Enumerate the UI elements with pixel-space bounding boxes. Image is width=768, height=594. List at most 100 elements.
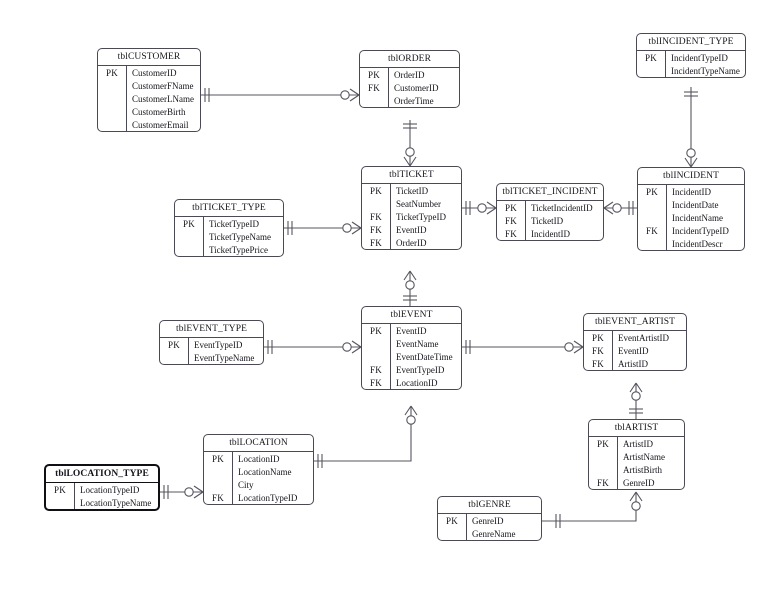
key-badge-pk: PK <box>160 338 189 351</box>
attribute-row[interactable]: CustomerEmail <box>98 118 200 131</box>
attribute-row[interactable]: ArtistBirth <box>589 463 684 476</box>
attribute-row[interactable]: PK TicketID <box>362 184 461 197</box>
key-badge-none <box>160 351 189 364</box>
key-badge-pk: PK <box>362 184 391 197</box>
key-badge-none <box>98 92 127 105</box>
attribute-name: CustomerLName <box>132 93 194 104</box>
attribute-name: IncidentTypeName <box>671 65 740 76</box>
attribute-row[interactable]: IncidentName <box>638 211 744 224</box>
key-badge-fk: FK <box>362 363 391 376</box>
attribute-name: CustomerID <box>132 67 177 78</box>
relationship-location-event <box>314 405 418 468</box>
attribute-row[interactable]: ArtistName <box>589 450 684 463</box>
relationship-artist-eventartist <box>629 382 643 419</box>
relationship-event-ticket <box>403 270 417 306</box>
attribute-row[interactable]: SeatNumber <box>362 197 461 210</box>
attribute-name: TicketTypeID <box>209 218 260 229</box>
attribute-row[interactable]: GenreName <box>438 527 541 540</box>
attribute-row[interactable]: CustomerBirth <box>98 105 200 118</box>
attribute-name: GenreName <box>472 528 516 539</box>
attribute-row[interactable]: IncidentTypeName <box>637 64 745 77</box>
attribute-row[interactable]: PK CustomerID <box>98 66 200 79</box>
key-badge-fk: FK <box>360 81 389 94</box>
attribute-row[interactable]: OrderTime <box>360 94 459 107</box>
attribute-row[interactable]: LocationTypeName <box>46 496 158 509</box>
attribute-name: ArtistID <box>623 438 653 449</box>
attribute-name: SeatNumber <box>396 198 441 209</box>
attribute-row[interactable]: EventName <box>362 337 461 350</box>
key-badge-none <box>638 211 667 224</box>
attribute-row[interactable]: LocationName <box>204 465 313 478</box>
key-badge-pk: PK <box>638 185 667 198</box>
attribute-name: OrderID <box>396 237 427 248</box>
attribute-row[interactable]: CustomerLName <box>98 92 200 105</box>
entity-title-location_type: tblLOCATION_TYPE <box>46 466 158 483</box>
attribute-row[interactable]: EventTypeName <box>160 351 263 364</box>
attribute-row[interactable]: TicketTypeName <box>175 230 283 243</box>
attribute-row[interactable]: EventDateTime <box>362 350 461 363</box>
attribute-row[interactable]: CustomerFName <box>98 79 200 92</box>
attribute-row[interactable]: City <box>204 478 313 491</box>
entity-title-event_artist: tblEVENT_ARTIST <box>584 314 686 331</box>
attribute-row[interactable]: IncidentDescr <box>638 237 744 250</box>
attribute-name: LocationName <box>238 466 292 477</box>
attribute-name: CustomerFName <box>132 80 194 91</box>
key-badge-fk: FK <box>638 224 667 237</box>
key-badge-pk: PK <box>438 514 467 527</box>
key-badge-fk: FK <box>497 227 526 240</box>
attribute-row[interactable]: TicketTypePrice <box>175 243 283 256</box>
key-badge-none <box>98 79 127 92</box>
key-badge-pk: PK <box>98 66 127 79</box>
relationship-eventtype-event <box>264 340 362 354</box>
key-badge-fk: FK <box>362 376 391 389</box>
attribute-name: LocationID <box>238 453 280 464</box>
attribute-row[interactable]: IncidentDate <box>638 198 744 211</box>
key-badge-none <box>98 118 127 131</box>
attribute-name: TicketID <box>396 185 429 196</box>
